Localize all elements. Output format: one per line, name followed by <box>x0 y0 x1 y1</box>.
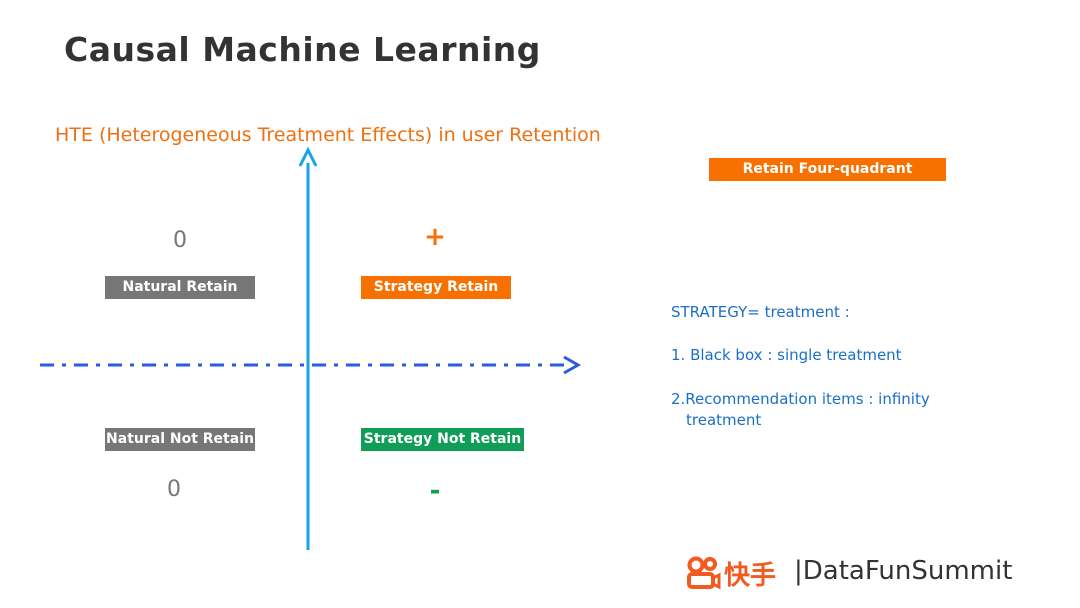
retain-four-quadrant-box: Retain Four-quadrant <box>709 158 946 181</box>
note-strategy-definition: STRATEGY= treatment : <box>671 303 850 321</box>
vertical-axis-arrowhead <box>298 146 318 167</box>
label-natural-retain: Natural Retain <box>105 276 255 299</box>
note-recommendation-items-cont: treatment <box>686 411 762 429</box>
footer-brand-en: |DataFunSummit <box>794 556 1013 586</box>
note-black-box: 1. Black box : single treatment <box>671 346 902 364</box>
note-recommendation-items: 2.Recommendation items : infinity <box>671 390 930 408</box>
symbol-strategy-retain: + <box>424 222 446 252</box>
footer-brand-cn: 快手 <box>724 561 777 591</box>
symbol-natural-retain: 0 <box>173 228 187 253</box>
kuaishou-logo-icon <box>687 556 721 590</box>
horizontal-axis-arrowhead <box>563 355 582 375</box>
label-strategy-retain: Strategy Retain <box>361 276 511 299</box>
symbol-strategy-not-retain: - <box>429 476 441 506</box>
slide-subtitle: HTE (Heterogeneous Treatment Effects) in… <box>55 124 601 146</box>
symbol-natural-not-retain: 0 <box>167 477 181 502</box>
label-natural-not-retain: Natural Not Retain <box>105 428 255 451</box>
slide-title: Causal Machine Learning <box>64 30 541 69</box>
label-strategy-not-retain: Strategy Not Retain <box>361 428 524 451</box>
